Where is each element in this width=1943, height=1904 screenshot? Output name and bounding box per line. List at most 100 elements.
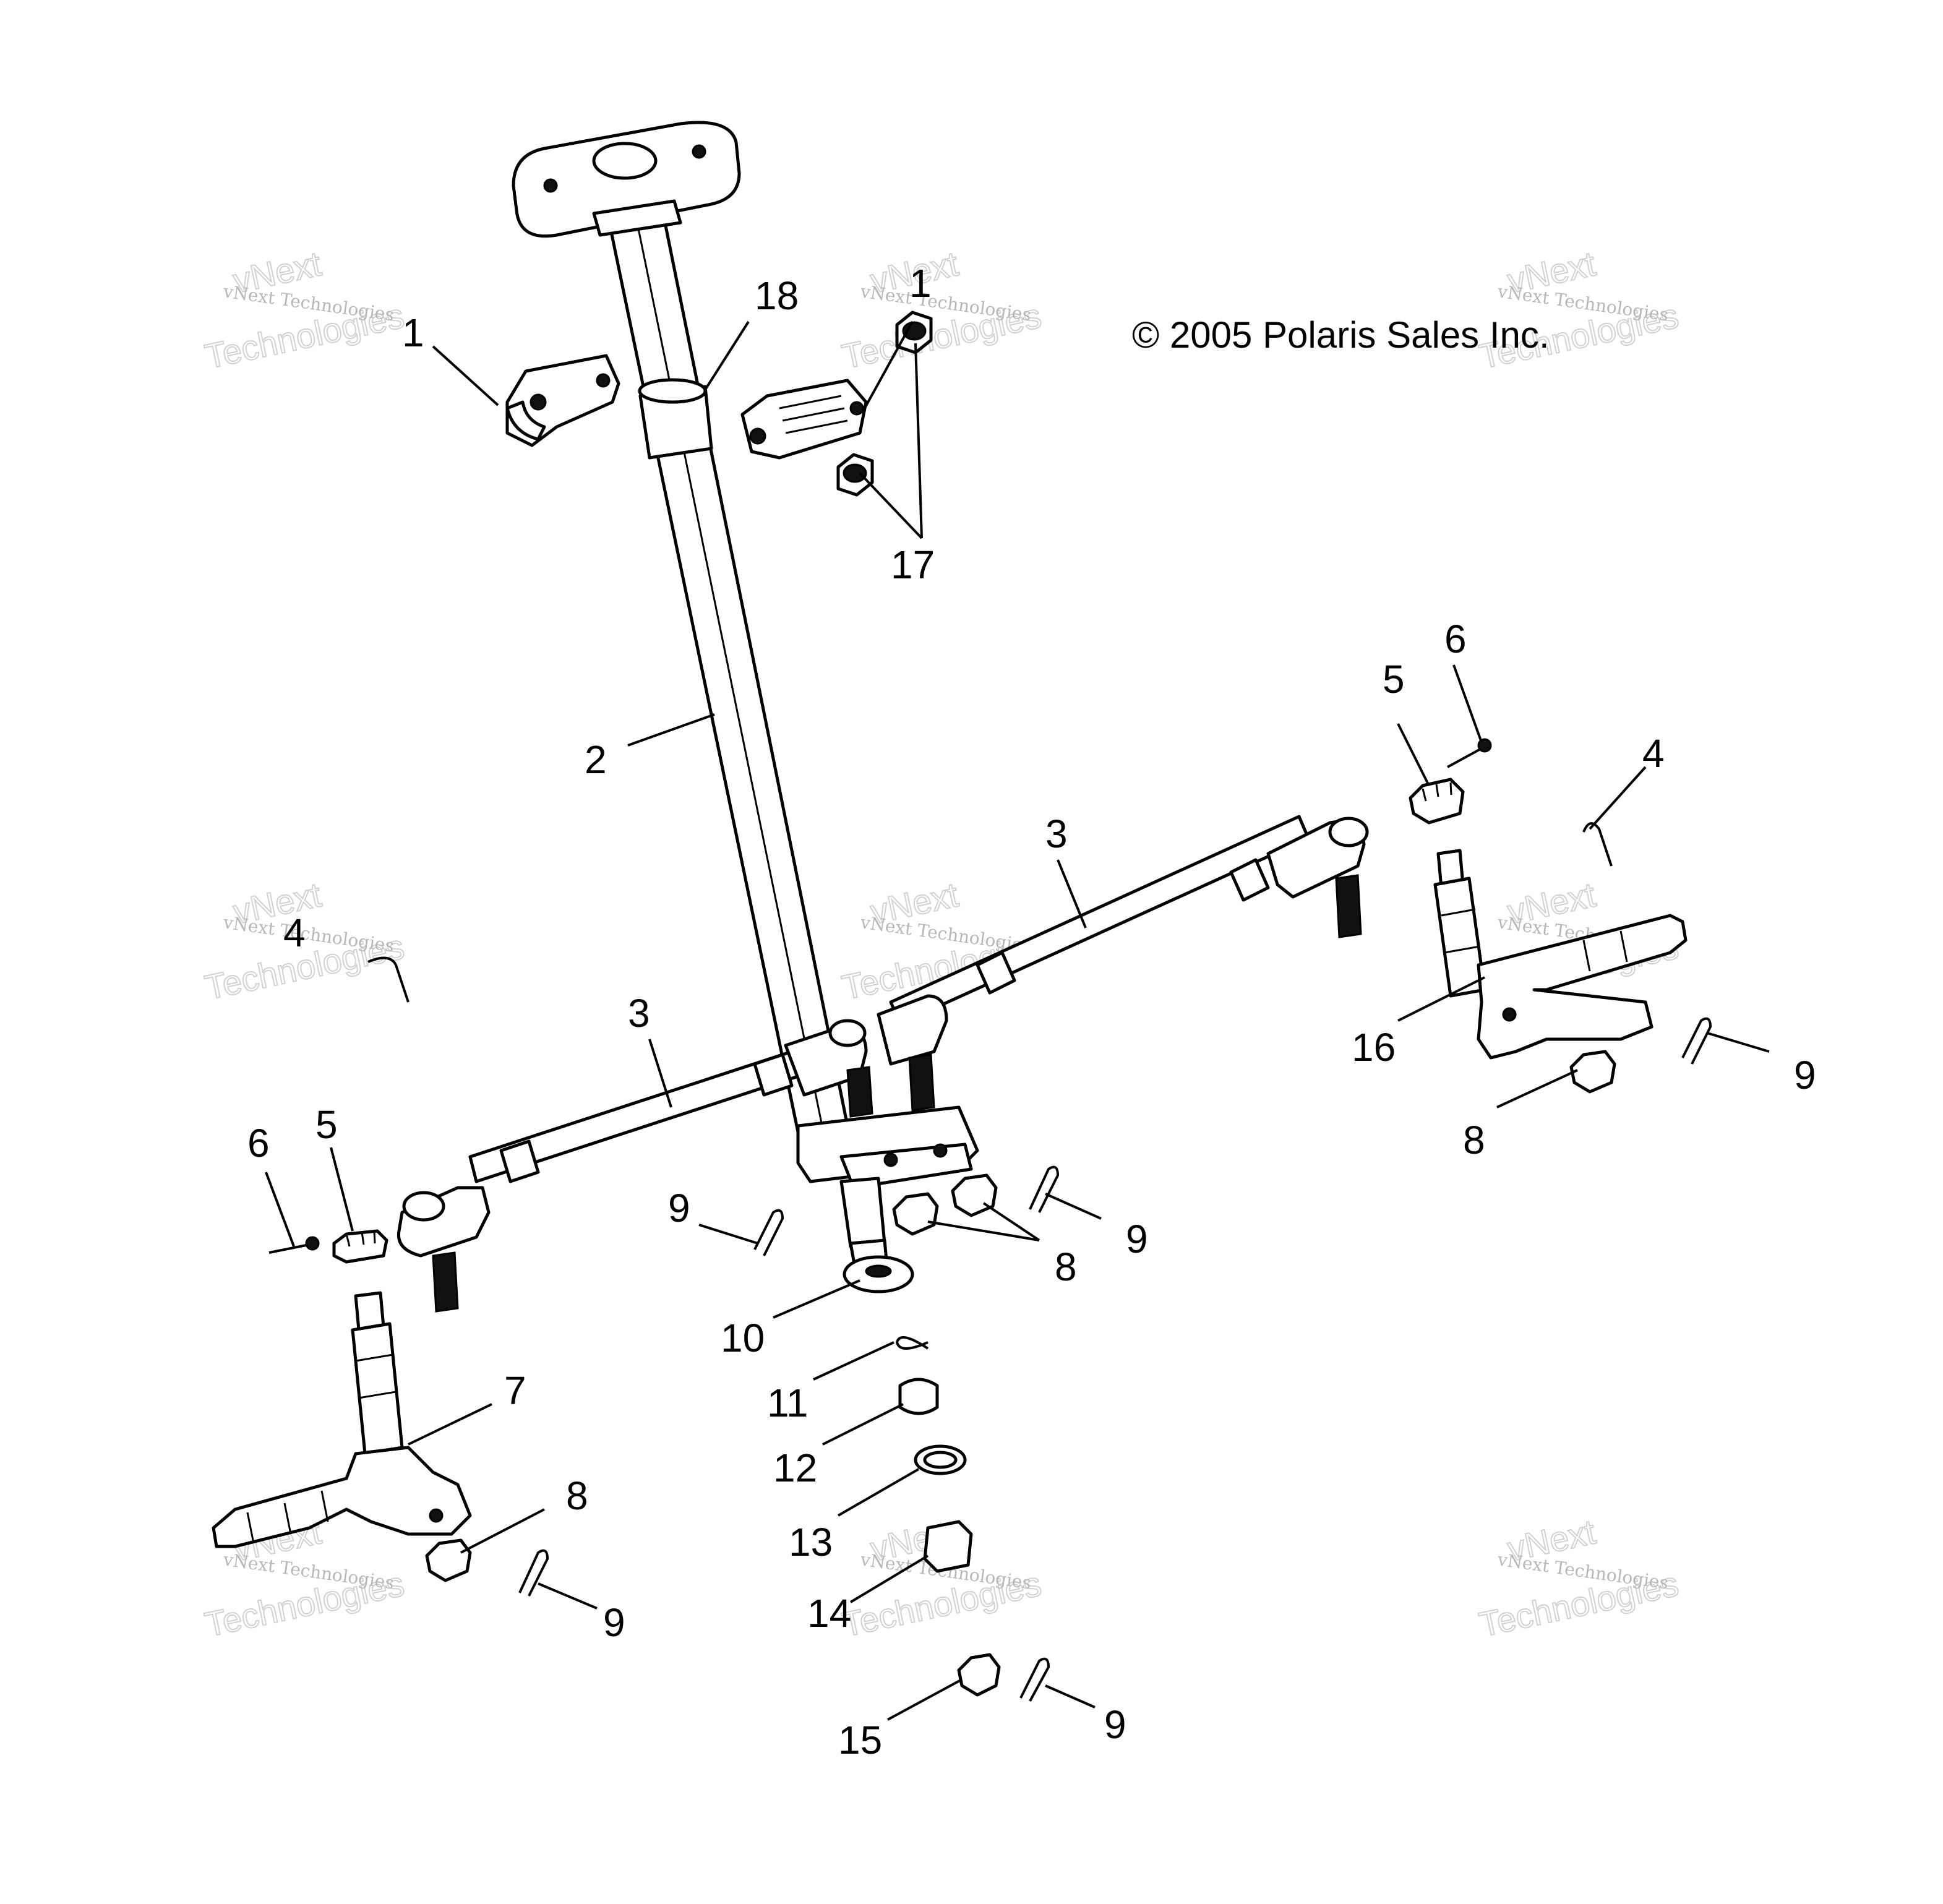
arm-hole: [933, 1143, 948, 1158]
tie-rod-left: [397, 1019, 873, 1313]
spindle-kingpin: [1433, 877, 1486, 998]
callout-2: 2: [585, 737, 607, 782]
castle-nut-right: [1409, 778, 1465, 825]
flange-nut: [951, 1173, 998, 1217]
leader-15: [887, 1678, 963, 1721]
handlebar-clamp-right: [740, 379, 868, 460]
callout-1: 1: [402, 311, 424, 355]
leader-3b: [648, 1039, 672, 1108]
leader-2: [627, 713, 715, 747]
clamp-bolt-hole: [749, 427, 766, 445]
cotter-pin: [518, 1549, 549, 1597]
callout-10: 10: [721, 1316, 765, 1360]
cotter-pin: [1582, 822, 1613, 867]
castle-nut: [332, 1229, 388, 1264]
callout-16: 16: [1352, 1025, 1396, 1070]
leader-12: [822, 1403, 904, 1446]
clamp-bolt-hole: [530, 393, 547, 411]
callout-9: 9: [1104, 1702, 1126, 1747]
castle-nut-left: [332, 1229, 388, 1264]
leader-16: [1397, 976, 1485, 1022]
leader-1a: [432, 345, 499, 406]
leader-17b: [914, 343, 923, 539]
callout-4: 4: [1642, 731, 1665, 776]
callout-labels: 1 1 18 17 2 3 3 4 4 5 5 6 6 7 8 8 8 9 9 …: [247, 261, 1816, 1762]
jam-nut: [976, 951, 1016, 995]
flange-nut: [425, 1538, 472, 1582]
spindle-hole: [429, 1508, 444, 1523]
leader-8a: [927, 1220, 1040, 1241]
leader-4b: [1589, 766, 1647, 830]
washer-bore: [865, 1264, 892, 1278]
cotter-pin: [1681, 1017, 1712, 1065]
callout-5: 5: [1383, 657, 1405, 701]
callout-18: 18: [755, 273, 799, 318]
plate-center-boss: [592, 142, 658, 180]
callout-3: 3: [1045, 812, 1068, 856]
callout-13: 13: [789, 1520, 833, 1564]
tie-rod-stud: [908, 1053, 935, 1112]
callout-1: 1: [909, 261, 932, 306]
nut-bore: [843, 463, 867, 483]
callout-17: 17: [891, 542, 935, 587]
cotter-pin-head: [305, 1236, 320, 1251]
leader-8c: [1496, 1069, 1578, 1109]
tie-rod-right: [877, 815, 1369, 1112]
callout-6: 6: [247, 1121, 270, 1165]
leader-5a: [330, 1147, 354, 1232]
leader-11: [813, 1341, 894, 1381]
leader-10: [773, 1279, 860, 1319]
tie-rod-end-ball: [828, 1019, 867, 1047]
spindle-left: [212, 1291, 472, 1548]
cotter-pin-shaft: [268, 1243, 310, 1254]
callout-4: 4: [283, 911, 306, 955]
spindle-axle-steps: [1582, 930, 1628, 972]
clamp-body: [740, 379, 868, 460]
snap-ring: [895, 1336, 929, 1350]
spindle-right: [1433, 849, 1688, 1060]
leader-9e: [1707, 1032, 1770, 1053]
leader-9b: [1045, 1193, 1102, 1220]
cotter-pin: [753, 1209, 784, 1256]
post-lower-shaft: [839, 1177, 886, 1248]
cotter-pin: [1029, 1165, 1060, 1213]
plate-hole: [543, 178, 558, 193]
spindle-hole: [1502, 1007, 1517, 1022]
clamp-bolt-hole: [596, 373, 611, 388]
o-ring-inner: [923, 1451, 958, 1469]
clamp-ribs: [779, 395, 848, 434]
cotter-pins: [367, 822, 1712, 1702]
lower-stack: [843, 1255, 1001, 1697]
callout-15: 15: [838, 1718, 882, 1762]
callout-9: 9: [1126, 1217, 1148, 1261]
leader-9d: [1045, 1684, 1096, 1709]
leader-14: [849, 1555, 929, 1603]
leader-1b: [862, 321, 914, 412]
cotter-pin-right: [1447, 738, 1492, 768]
jam-nut: [1229, 858, 1270, 902]
castle-slots: [345, 1231, 376, 1247]
leader-lines: [265, 320, 1770, 1721]
spindle-kingpin: [351, 1322, 404, 1456]
tie-rod-stud: [1335, 874, 1362, 938]
plate-hole: [692, 144, 706, 159]
leader-8d: [460, 1508, 545, 1554]
column-highlight: [636, 222, 824, 1130]
leader-3a: [1057, 859, 1087, 928]
callout-8: 8: [1463, 1118, 1485, 1162]
callout-14: 14: [807, 1591, 851, 1636]
callout-9: 9: [603, 1600, 625, 1645]
flange-nut: [1569, 1050, 1616, 1094]
copyright-notice: © 2005 Polaris Sales Inc.: [1132, 314, 1550, 356]
flange-nuts: [425, 1050, 1616, 1582]
castle-slots: [1422, 782, 1452, 802]
leader-5b: [1397, 723, 1430, 786]
callout-9: 9: [1794, 1053, 1816, 1097]
callout-5: 5: [315, 1102, 338, 1147]
spindle-body: [212, 1446, 472, 1548]
spindle-axle-steps: [246, 1490, 329, 1544]
tie-rod-stud: [846, 1066, 873, 1118]
callout-3: 3: [628, 991, 650, 1036]
tie-rod-shaft: [889, 815, 1310, 1026]
